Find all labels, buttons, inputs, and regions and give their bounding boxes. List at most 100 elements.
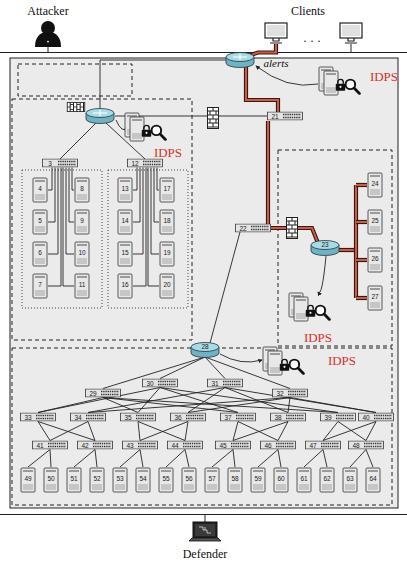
callout-number: 30 (146, 380, 153, 387)
network-link (233, 422, 288, 441)
defender-laptop (189, 514, 221, 541)
switch-icon (271, 413, 306, 421)
switch-icon (121, 413, 156, 421)
callout-number: 55 (162, 476, 169, 483)
callout-number: 36 (174, 414, 181, 421)
callout-number: 10 (78, 250, 85, 257)
callout-number: 28 (201, 344, 208, 351)
server-icon (320, 468, 334, 492)
callout-number: 14 (121, 218, 128, 225)
callout-number: 9 (80, 218, 84, 225)
network-link (185, 422, 188, 441)
callout-number: 13 (121, 186, 128, 193)
alert-arrow (220, 354, 262, 362)
network-link (278, 422, 288, 441)
callout-number: 49 (24, 476, 31, 483)
callout-number: 20 (163, 282, 170, 289)
callout-number: 51 (70, 476, 77, 483)
callout-number: 43 (126, 442, 133, 449)
network-link (212, 450, 233, 468)
switch-icon (306, 441, 341, 449)
network-link (154, 168, 159, 223)
callout-number: 18 (163, 218, 170, 225)
dashed-region (12, 99, 192, 340)
client-pcs (265, 23, 362, 52)
idps-label: IDPS (154, 146, 182, 159)
network-link (278, 450, 281, 468)
attack-path-outline (356, 258, 367, 262)
server-icon (159, 468, 173, 492)
callout-number: 52 (93, 476, 100, 483)
server-icon (251, 468, 265, 492)
server-icon (160, 210, 174, 234)
network-link (120, 450, 140, 468)
callout-number: 3 (48, 160, 52, 167)
network-link (133, 168, 143, 255)
callout-number: 24 (371, 181, 378, 188)
callout-number: 12 (131, 160, 138, 167)
switch-icon (171, 413, 206, 421)
callout-number: 4 (38, 186, 42, 193)
server-icon (75, 242, 89, 266)
callout-number: 63 (346, 476, 353, 483)
dashed-region (12, 348, 392, 505)
network-link (166, 450, 185, 468)
callout-number: 57 (208, 476, 215, 483)
callout-number: 5 (38, 218, 42, 225)
network-link (38, 422, 50, 441)
devices (21, 53, 394, 493)
callout-number: 15 (121, 250, 128, 257)
actor-label: Attacker (27, 5, 68, 17)
callout-number: 23 (321, 242, 328, 249)
network-link (188, 388, 225, 413)
attack-path (356, 221, 367, 223)
server-icon (274, 468, 288, 492)
router-icon (86, 109, 114, 124)
network-link (238, 422, 278, 441)
dashed-region (18, 64, 132, 96)
network-link (100, 60, 226, 108)
server-icon (90, 468, 104, 492)
callout-number: 48 (352, 442, 359, 449)
callout-number: 26 (371, 256, 378, 263)
network-link (290, 398, 376, 413)
server-icon (228, 468, 242, 492)
server-icon (44, 468, 58, 492)
network-link (148, 168, 159, 287)
link-label: alerts (263, 58, 288, 69)
network-link (323, 422, 376, 441)
network-link (366, 422, 376, 441)
callout-number: 35 (124, 414, 131, 421)
callout-number: 42 (81, 442, 88, 449)
callout-number: 40 (362, 414, 369, 421)
network-link (133, 168, 140, 223)
network-link (50, 450, 51, 468)
server-icon (21, 468, 35, 492)
callout-number: 54 (139, 476, 146, 483)
callout-number: 46 (264, 442, 271, 449)
callout-number: 62 (323, 476, 330, 483)
network-link (160, 388, 238, 413)
network-link (205, 357, 225, 379)
server-icon (118, 178, 132, 202)
network-link (88, 398, 290, 413)
switch-icon (273, 389, 308, 397)
server-icon (33, 242, 47, 266)
callout-number: 34 (74, 414, 81, 421)
router-icon (311, 241, 339, 256)
server-icon (366, 468, 380, 492)
callout-number: 21 (271, 113, 278, 120)
idps-label: IDPS (328, 354, 356, 367)
server-icon (75, 210, 89, 234)
network-link (185, 450, 189, 468)
server-icon (33, 178, 47, 202)
switch-icon (268, 112, 303, 120)
switch-icon (78, 441, 113, 449)
attack-path-outline (356, 220, 367, 224)
idps-label: IDPS (304, 331, 332, 344)
switch-icon (143, 379, 178, 387)
switch-icon (321, 413, 356, 421)
